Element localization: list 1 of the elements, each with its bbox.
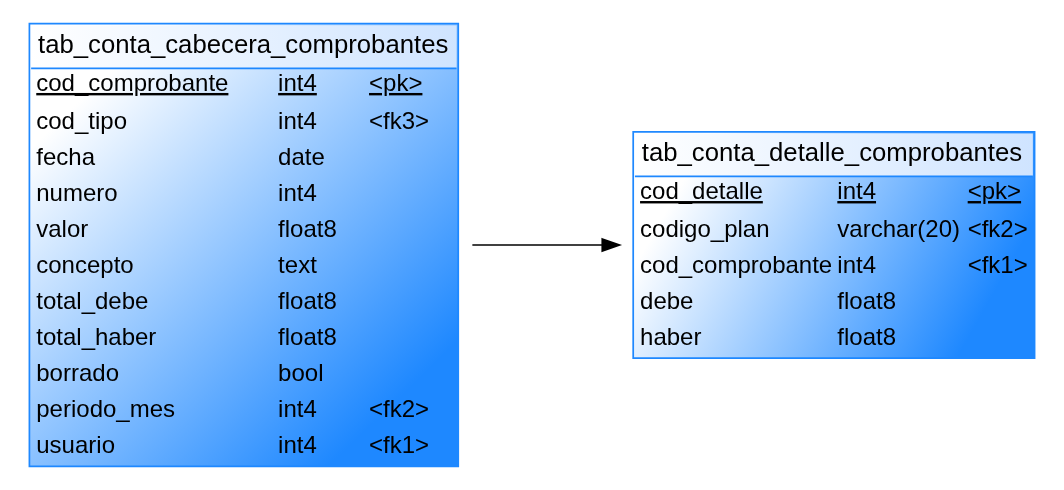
arrow (471, 237, 623, 253)
